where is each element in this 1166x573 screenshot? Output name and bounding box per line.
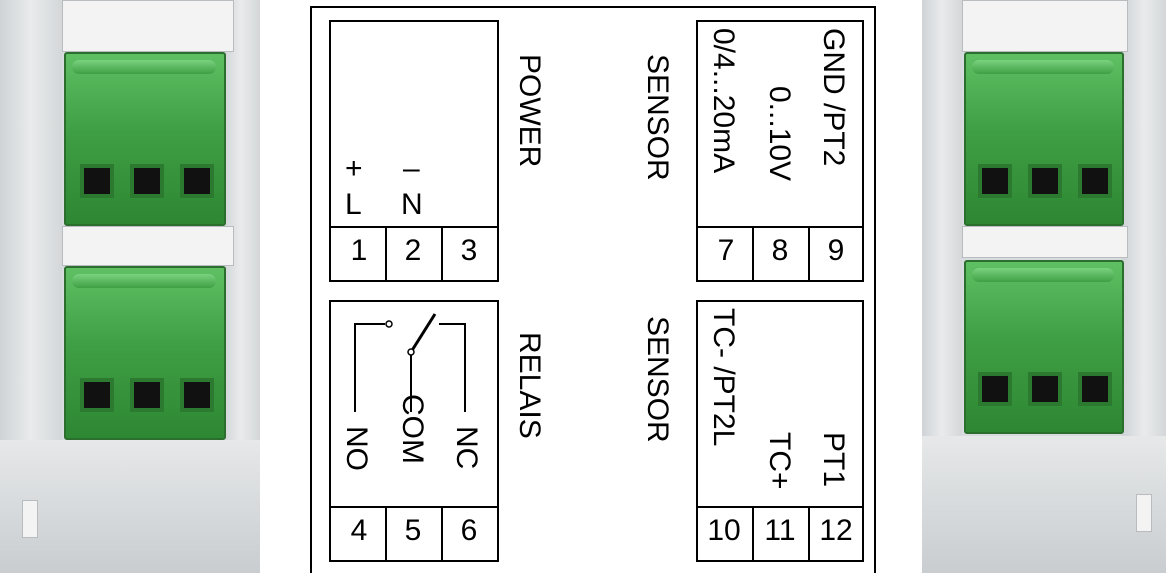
minus-sign: – — [403, 152, 420, 185]
wire-slot — [1028, 372, 1062, 406]
divider — [441, 226, 443, 280]
wire-slot — [130, 164, 164, 198]
sensor-bottom-title: SENSOR — [641, 316, 674, 443]
relais-block: NO COM NC 4 5 6 — [329, 300, 499, 562]
latch-slot — [1136, 494, 1152, 532]
label-10v: 0...10V — [763, 86, 796, 182]
lower-terminal-block — [64, 266, 226, 440]
right-terminal-photo — [922, 0, 1166, 573]
wire-slot — [180, 378, 214, 412]
middle-clip — [62, 226, 234, 266]
top-clip — [962, 0, 1128, 52]
pin-9: 9 — [827, 234, 845, 267]
upper-terminal-block — [64, 52, 226, 226]
wire-slot — [130, 378, 164, 412]
pin-11: 11 — [764, 514, 796, 547]
middle-clip — [962, 226, 1128, 258]
label-n: N — [401, 188, 423, 221]
pin-10: 10 — [707, 514, 741, 547]
screw-row — [72, 60, 216, 74]
wire-slot — [978, 372, 1012, 406]
divider — [385, 226, 387, 280]
plus-sign: + — [345, 152, 363, 185]
divider — [698, 506, 862, 508]
housing-base — [0, 440, 260, 573]
pin-8: 8 — [771, 234, 789, 267]
divider — [331, 226, 497, 228]
top-clip — [62, 0, 234, 52]
divider — [698, 226, 862, 228]
housing-base — [922, 436, 1166, 573]
pin-7: 7 — [717, 234, 735, 267]
latch-slot — [22, 500, 38, 538]
relais-title: RELAIS — [513, 332, 546, 439]
wire-slot — [1078, 164, 1112, 198]
pin-6: 6 — [460, 514, 478, 547]
label-tc-plus: TC+ — [763, 432, 796, 490]
divider — [808, 226, 810, 280]
pin-4: 4 — [350, 514, 368, 547]
left-terminal-photo — [0, 0, 260, 573]
lower-terminal-block — [964, 260, 1124, 434]
divider — [808, 506, 810, 560]
screw-row — [972, 60, 1114, 74]
terminal-label-panel: + – L N 1 2 3 POWER NO COM NC 4 5 6 RELA… — [310, 6, 876, 573]
divider — [385, 506, 387, 560]
wire-slot — [80, 378, 114, 412]
label-pt1: PT1 — [817, 432, 850, 488]
divider — [331, 506, 497, 508]
divider — [752, 506, 754, 560]
sensor-bottom-block: TC- /PT2L TC+ PT1 10 11 12 — [696, 300, 864, 562]
wire-slot — [1078, 372, 1112, 406]
pin-3: 3 — [460, 234, 478, 267]
label-nc: NC — [450, 426, 483, 470]
label-tc-minus-pt2l: TC- /PT2L — [707, 308, 740, 447]
label-l: L — [345, 188, 362, 221]
pin-2: 2 — [404, 234, 422, 267]
label-com: COM — [396, 394, 429, 464]
pin-5: 5 — [404, 514, 422, 547]
wire-slot — [180, 164, 214, 198]
upper-terminal-block — [964, 52, 1124, 226]
wire-slot — [1028, 164, 1062, 198]
pin-12: 12 — [819, 514, 853, 547]
screw-row — [72, 274, 216, 288]
divider — [441, 506, 443, 560]
sensor-top-title: SENSOR — [641, 54, 674, 181]
wire-slot — [80, 164, 114, 198]
divider — [752, 226, 754, 280]
label-no: NO — [340, 426, 373, 471]
relay-switch-symbol — [354, 313, 466, 412]
label-gnd-pt2: GND /PT2 — [817, 28, 850, 167]
pin-1: 1 — [350, 234, 368, 267]
label-mA: 0/4...20mA — [707, 28, 740, 174]
sensor-top-block: 0/4...20mA 0...10V GND /PT2 7 8 9 — [696, 20, 864, 282]
screw-row — [972, 268, 1114, 282]
wire-slot — [978, 164, 1012, 198]
power-block: + – L N 1 2 3 — [329, 20, 499, 282]
power-title: POWER — [513, 54, 546, 168]
